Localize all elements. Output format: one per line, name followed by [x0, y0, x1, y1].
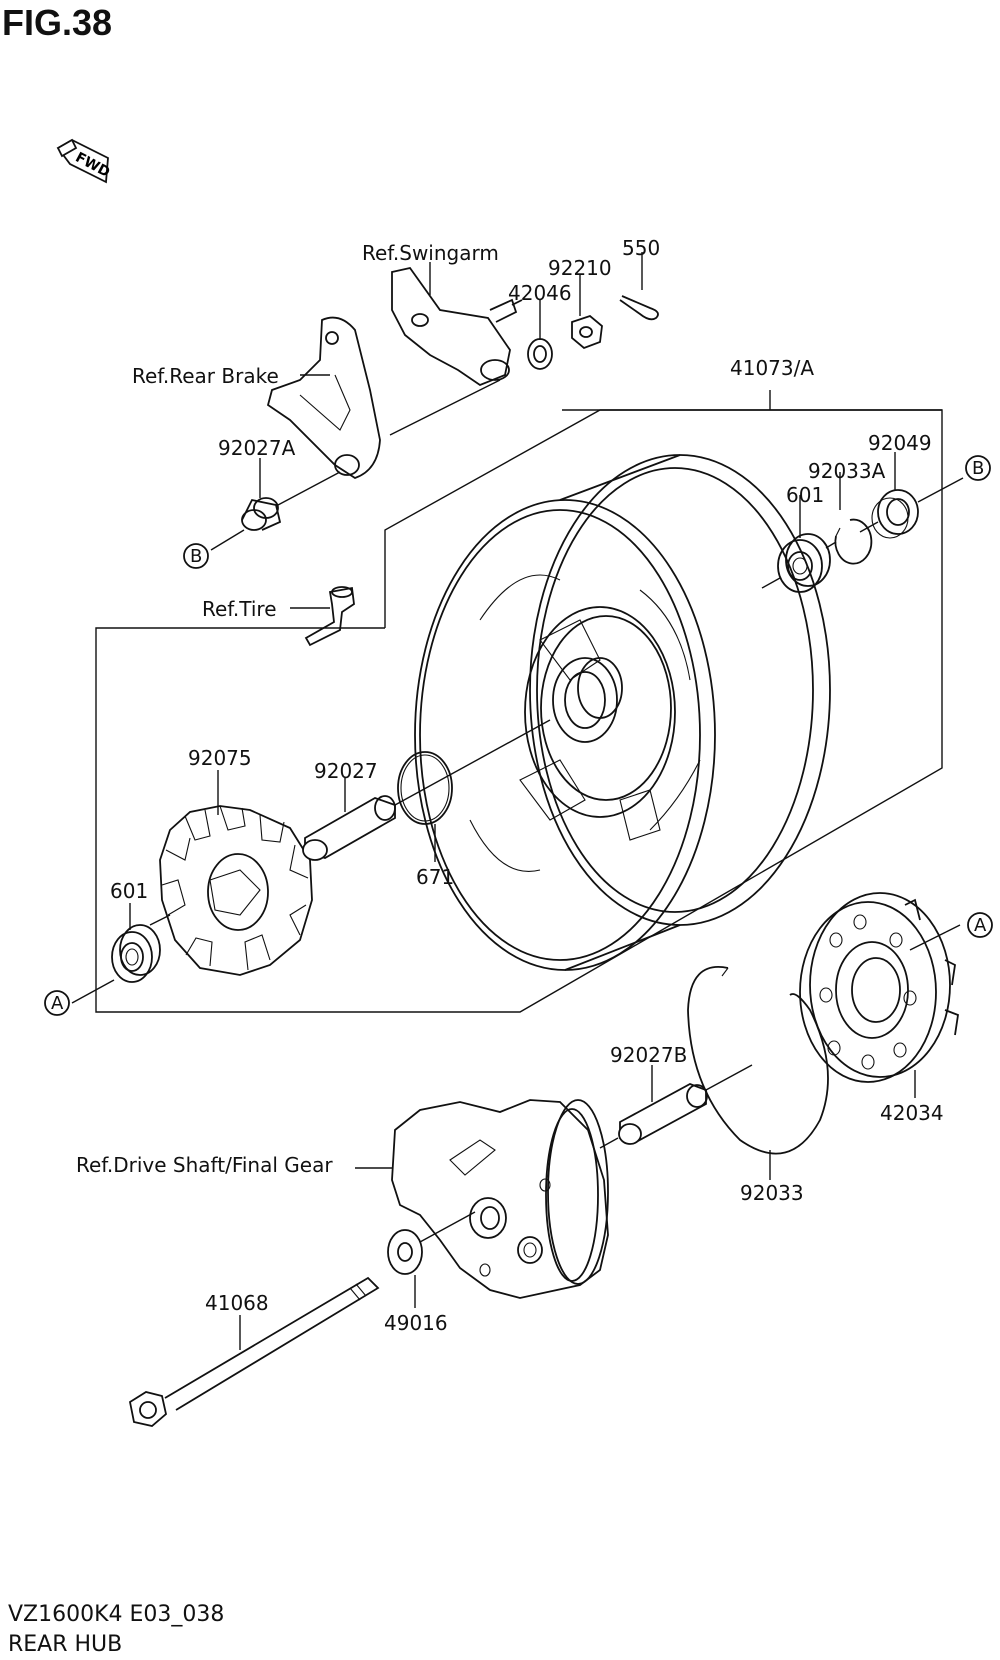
svg-text:A: A — [51, 993, 64, 1014]
label-41073a: 41073/A — [730, 356, 814, 380]
circlip-92033a — [834, 518, 873, 565]
oil-seal-92049 — [871, 489, 919, 539]
figure-title: FIG.38 — [2, 2, 113, 43]
bearing-601-lower — [111, 924, 161, 983]
label-92027a: 92027A — [218, 436, 296, 460]
svg-text:A: A — [974, 915, 987, 936]
label-92075: 92075 — [188, 746, 252, 770]
label-ref-drive-shaft: Ref.Drive Shaft/Final Gear — [76, 1153, 333, 1177]
connector-b-right: B — [965, 455, 991, 481]
label-92049: 92049 — [868, 431, 932, 455]
label-601-lower: 601 — [110, 879, 148, 903]
label-92210: 92210 — [548, 256, 612, 280]
connector-b-left: B — [183, 543, 209, 569]
hub-damper-92075 — [159, 805, 313, 976]
label-601-upper: 601 — [786, 483, 824, 507]
final-driven-flange-42034 — [799, 892, 959, 1083]
cotter-pin-550 — [619, 295, 659, 321]
label-42046: 42046 — [508, 281, 572, 305]
label-92033a: 92033A — [808, 459, 886, 483]
sleeve-92027b — [618, 1083, 708, 1145]
svg-text:B: B — [190, 546, 202, 567]
final-gear-housing — [391, 1099, 609, 1299]
label-92033: 92033 — [740, 1181, 804, 1205]
spacer-92027a — [241, 497, 282, 531]
label-92027b: 92027B — [610, 1043, 687, 1067]
bearing-601-upper — [777, 533, 831, 593]
forward-arrow-icon: FWD — [56, 138, 112, 184]
label-92027: 92027 — [314, 759, 378, 783]
label-ref-rear-brake: Ref.Rear Brake — [132, 364, 279, 388]
washer-49016 — [387, 1229, 423, 1275]
label-ref-tire: Ref.Tire — [202, 597, 277, 621]
axle-41068 — [128, 1276, 380, 1427]
swingarm-bracket — [391, 266, 523, 387]
rear-brake-bracket — [266, 316, 381, 479]
connector-a-right: A — [967, 912, 993, 938]
connector-a-left: A — [44, 990, 70, 1016]
rear-wheel-41073 — [414, 454, 831, 971]
circlip-92033 — [687, 966, 829, 1155]
tire-valve — [304, 586, 355, 647]
model-code: VZ1600K4 E03_038 — [8, 1602, 225, 1627]
section-name: REAR HUB — [8, 1632, 123, 1657]
label-671: 671 — [416, 865, 454, 889]
sleeve-92027 — [302, 795, 396, 861]
svg-text:B: B — [972, 458, 984, 479]
label-ref-swingarm: Ref.Swingarm — [362, 241, 499, 265]
o-ring-671 — [397, 751, 453, 825]
washer-42046 — [527, 338, 553, 370]
label-42034: 42034 — [880, 1101, 944, 1125]
footer: VZ1600K4 E03_038 REAR HUB — [8, 1600, 224, 1660]
axle-nut-92210 — [571, 314, 603, 350]
label-550: 550 — [622, 236, 660, 260]
label-49016: 49016 — [384, 1311, 448, 1335]
label-41068: 41068 — [205, 1291, 269, 1315]
